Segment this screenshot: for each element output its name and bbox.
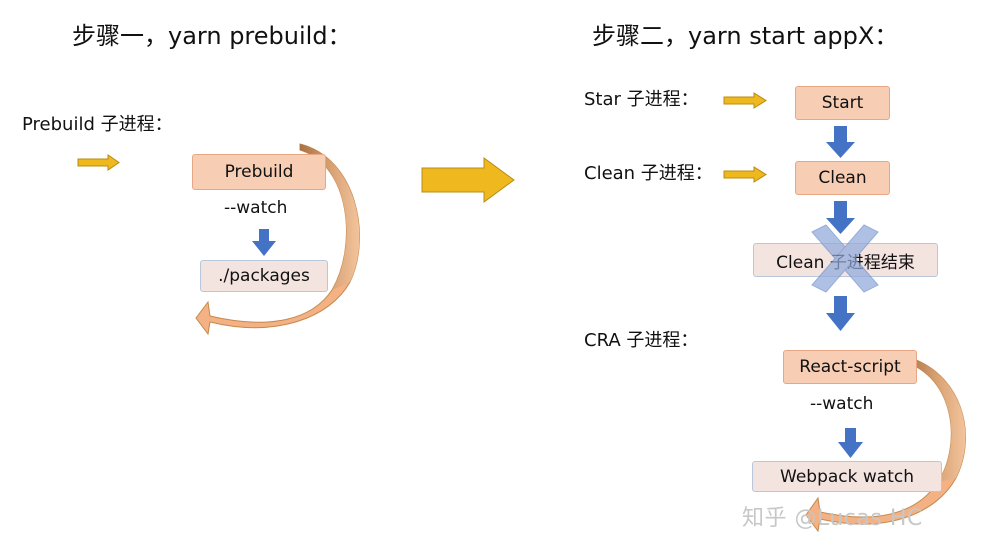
webpack-watch-box: Webpack watch: [752, 461, 942, 492]
start-box: Start: [795, 86, 890, 120]
blue-arrow-clean-end: [826, 201, 855, 234]
big-gold-arrow: [421, 157, 515, 203]
blue-arrow-start-clean: [826, 126, 855, 158]
gold-arrow-star: [723, 92, 767, 109]
cra-process-label: CRA 子进程：: [584, 330, 699, 351]
prebuild-process-label: Prebuild 子进程：: [22, 114, 173, 135]
step2-title: 步骤二，yarn start appX：: [592, 22, 899, 50]
react-script-loop-arrow: [805, 355, 966, 533]
clean-end-box: Clean 子进程结束: [753, 243, 938, 277]
gold-arrow-prebuild: [77, 154, 120, 171]
gold-arrow-clean: [723, 166, 767, 183]
prebuild-loop-arrow: [195, 143, 361, 336]
star-process-label: Star 子进程：: [584, 89, 699, 110]
blue-arrow-watch-step1: [252, 229, 276, 256]
blue-arrow-end-react: [826, 296, 855, 331]
watch-label-step1: --watch: [224, 198, 288, 218]
step1-title: 步骤一，yarn prebuild：: [72, 22, 352, 50]
blue-arrow-watch-step2: [838, 428, 863, 458]
clean-box: Clean: [795, 161, 890, 195]
clean-process-label: Clean 子进程：: [584, 163, 713, 184]
packages-box: ./packages: [200, 260, 328, 292]
prebuild-box: Prebuild: [192, 154, 326, 190]
watermark: 知乎 @Lucas HC: [742, 506, 923, 531]
react-script-box: React-script: [783, 350, 917, 384]
watch-label-step2: --watch: [810, 394, 874, 414]
